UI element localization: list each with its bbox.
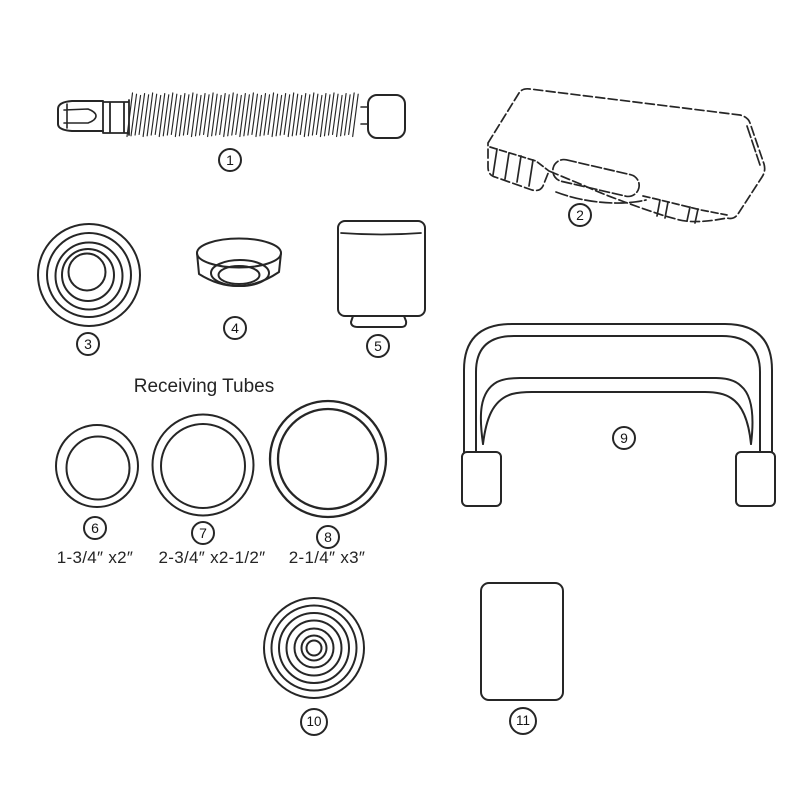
cup-recess-outer (210, 259, 270, 287)
receiving-tube-medium-icon (151, 413, 255, 517)
screw-drive-block (367, 94, 406, 139)
cup-recess-inner (217, 265, 261, 285)
frame-opening-lower (482, 391, 752, 445)
frame-foot-left (461, 451, 502, 507)
case-latch-ribs-left (492, 148, 534, 187)
receiver-foot (350, 315, 408, 328)
tube-outer (151, 413, 255, 517)
ring-2 (46, 232, 132, 318)
ring-3 (278, 612, 350, 684)
receiver-top-line (340, 232, 422, 236)
ring-2 (270, 604, 358, 692)
c-frame-icon (461, 323, 776, 507)
receiving-tubes-label: Receiving Tubes (133, 376, 275, 397)
tube-6-size-label: 1-3/4″ x2″ (56, 548, 134, 567)
case-handle-lip (555, 191, 647, 204)
tube-8-size-label: 2-1/4″ x3″ (288, 548, 366, 567)
tube-outer (55, 424, 139, 508)
screw-tip-connectors (360, 106, 369, 125)
cup-rim (196, 237, 282, 269)
carrying-case-icon (487, 87, 766, 224)
part-4-badge: 4 (223, 316, 247, 340)
case-right-edge-inner (746, 125, 761, 166)
screw-end-cap (57, 100, 104, 132)
receiving-tube-small-icon (55, 424, 139, 508)
ring-5 (293, 627, 335, 669)
part-10-badge: 10 (300, 708, 328, 736)
part-9-badge: 9 (612, 426, 636, 450)
flanged-cup-icon (196, 237, 282, 287)
frame-foot-right (735, 451, 776, 507)
part-11-badge: 11 (509, 707, 537, 735)
sleeve-icon (480, 582, 564, 701)
screw-end-cap-facets (63, 103, 97, 129)
receiving-tube-large-icon (268, 399, 388, 519)
part-2-badge: 2 (568, 203, 592, 227)
case-front-edge (489, 146, 728, 216)
part-8-badge: 8 (316, 525, 340, 549)
ring-3 (54, 241, 124, 311)
tube-inner (65, 435, 131, 501)
receiver-body (337, 220, 426, 317)
case-silhouette (487, 87, 766, 223)
part-6-badge: 6 (83, 516, 107, 540)
adapter-cup-icon (37, 223, 141, 327)
tube-outer (268, 399, 388, 519)
part-3-badge: 3 (76, 332, 100, 356)
part-1-badge: 1 (218, 148, 242, 172)
ring-1 (263, 597, 365, 699)
sleeve-body (480, 582, 564, 701)
tube-inner (276, 407, 380, 511)
receiver-cup-icon (337, 220, 426, 328)
ring-6 (300, 634, 328, 662)
forcing-screw-icon (57, 92, 406, 139)
part-5-badge: 5 (366, 334, 390, 358)
case-handle-slot (551, 158, 641, 198)
ring-7 (305, 639, 323, 657)
screw-collar (102, 99, 130, 136)
ring-1 (37, 223, 141, 327)
adapter-stack-icon (263, 597, 365, 699)
thread-lines (126, 92, 359, 138)
frame-opening-upper (479, 377, 754, 445)
ring-5 (67, 252, 107, 292)
tube-inner (160, 423, 246, 509)
case-latch-ribs-right (656, 199, 699, 224)
frame-outer (463, 323, 773, 453)
ring-4 (285, 619, 343, 677)
ring-4 (61, 248, 115, 302)
tube-7-size-label: 2-3/4″ x2-1/2″ (158, 548, 266, 567)
part-7-badge: 7 (191, 521, 215, 545)
frame-inner-top (475, 335, 761, 453)
